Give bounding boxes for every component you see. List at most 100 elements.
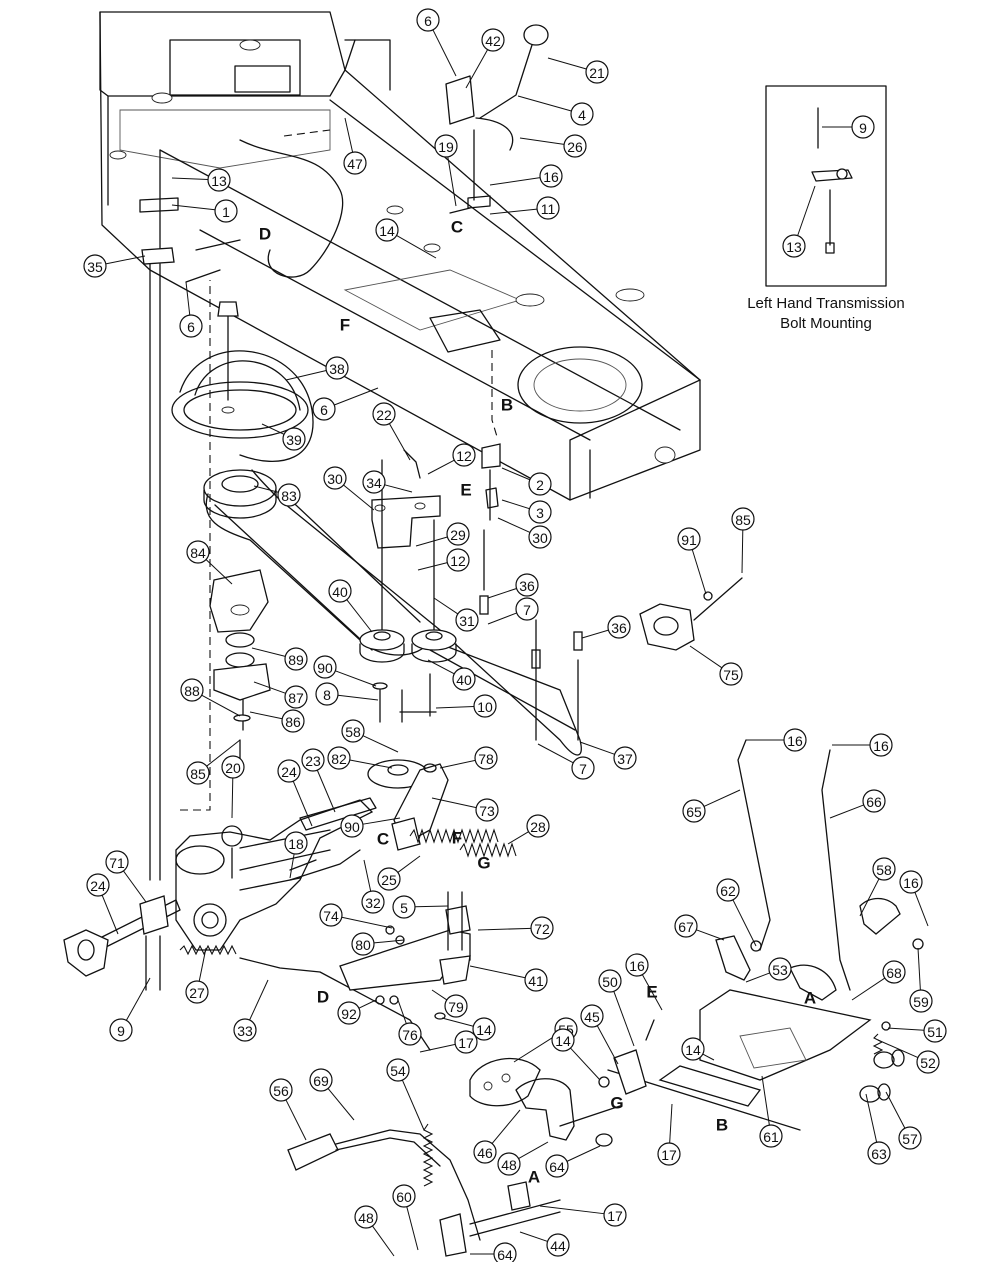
callout-23: 23 bbox=[301, 748, 336, 813]
callout-leader bbox=[432, 29, 457, 77]
callout-33: 33 bbox=[233, 979, 269, 1042]
callout-45: 45 bbox=[580, 1004, 619, 1065]
callout-number: 92 bbox=[341, 1006, 357, 1022]
callout-leader bbox=[251, 647, 286, 657]
callout-number: 16 bbox=[629, 958, 645, 974]
callout-leader bbox=[761, 1075, 770, 1126]
callout-number: 13 bbox=[211, 173, 227, 189]
callout-circle bbox=[375, 218, 399, 242]
callout-number: 50 bbox=[602, 974, 618, 990]
alignment-dash-2 bbox=[491, 350, 499, 441]
callout-number: 33 bbox=[237, 1023, 253, 1039]
callout-circle bbox=[882, 960, 906, 984]
callout-leader bbox=[877, 1039, 919, 1059]
callout-circle bbox=[392, 895, 416, 919]
hub-75 bbox=[639, 577, 743, 651]
callout-circle bbox=[474, 746, 498, 770]
callout-leader bbox=[797, 185, 816, 236]
callout-circle bbox=[475, 798, 499, 822]
callout-circle bbox=[909, 989, 933, 1013]
callout-circle bbox=[530, 916, 554, 940]
callout-16: 16 bbox=[899, 870, 929, 927]
callout-4: 4 bbox=[517, 95, 594, 126]
callout-leader bbox=[431, 989, 448, 1001]
callout-number: 6 bbox=[320, 402, 328, 418]
callout-leader bbox=[396, 235, 437, 259]
callout-12: 12 bbox=[427, 443, 476, 475]
callout-number: 3 bbox=[536, 505, 544, 521]
callout-number: 71 bbox=[109, 855, 125, 871]
callout-circle bbox=[343, 151, 367, 175]
callout-number: 32 bbox=[365, 895, 381, 911]
callout-circle bbox=[109, 1018, 133, 1042]
callout-leader bbox=[689, 645, 723, 669]
rod-66 bbox=[821, 749, 851, 991]
callout-leader bbox=[732, 899, 757, 947]
callout-circle bbox=[325, 356, 349, 380]
callout-number: 16 bbox=[873, 738, 889, 754]
callout-leader bbox=[518, 1141, 549, 1160]
callout-circle bbox=[328, 579, 352, 603]
callout-circle bbox=[570, 102, 594, 126]
callout-circle bbox=[354, 1205, 378, 1229]
reference-letter-A: A bbox=[528, 1168, 540, 1187]
callout-27: 27 bbox=[185, 947, 209, 1004]
callout-7: 7 bbox=[537, 743, 595, 780]
callout-32: 32 bbox=[361, 859, 385, 914]
callout-9: 9 bbox=[822, 115, 875, 139]
callout-leader bbox=[696, 929, 725, 941]
callout-30: 30 bbox=[497, 517, 552, 549]
callout-18: 18 bbox=[284, 831, 308, 879]
callout-number: 18 bbox=[288, 836, 304, 852]
callout-number: 41 bbox=[528, 973, 544, 989]
callout-89: 89 bbox=[251, 647, 308, 671]
callout-leader bbox=[537, 743, 574, 764]
callout-leader bbox=[384, 484, 413, 493]
callout-number: 14 bbox=[555, 1033, 571, 1049]
callout-number: 62 bbox=[720, 883, 736, 899]
callout-number: 34 bbox=[366, 475, 382, 491]
bracket-58 bbox=[859, 897, 924, 950]
shift-lever-assembly bbox=[445, 24, 549, 214]
callout-leader bbox=[487, 612, 517, 625]
nuts-57-63 bbox=[859, 1021, 905, 1103]
callout-number: 54 bbox=[390, 1063, 406, 1079]
callout-13: 13 bbox=[171, 168, 231, 192]
callout-14: 14 bbox=[681, 1037, 715, 1061]
callout-circle bbox=[524, 968, 548, 992]
callout-number: 6 bbox=[187, 319, 195, 335]
callout-circle bbox=[313, 655, 337, 679]
callout-3: 3 bbox=[501, 499, 552, 524]
reference-letter-D: D bbox=[259, 225, 271, 244]
callout-number: 45 bbox=[584, 1009, 600, 1025]
callout-number: 72 bbox=[534, 921, 550, 937]
callout-number: 4 bbox=[578, 107, 586, 123]
callout-circle bbox=[719, 662, 743, 686]
callout-6: 6 bbox=[179, 281, 203, 338]
callout-circle bbox=[682, 799, 706, 823]
callout-number: 58 bbox=[876, 862, 892, 878]
callout-number: 69 bbox=[313, 1073, 329, 1089]
callout-leader bbox=[417, 562, 448, 571]
callout-leader bbox=[285, 1099, 307, 1141]
callout-leader bbox=[596, 1025, 619, 1065]
callout-number: 44 bbox=[550, 1238, 566, 1254]
callout-number: 25 bbox=[381, 872, 397, 888]
callout-circle bbox=[473, 1140, 497, 1164]
callout-leader bbox=[171, 204, 216, 211]
callout-40: 40 bbox=[328, 579, 373, 633]
callout-leader bbox=[289, 853, 295, 879]
callout-leader bbox=[388, 423, 411, 461]
callout-number: 22 bbox=[376, 407, 392, 423]
callout-78: 78 bbox=[439, 746, 498, 770]
callout-leader bbox=[414, 905, 449, 908]
callout-number: 76 bbox=[402, 1027, 418, 1043]
callout-circle bbox=[716, 878, 740, 902]
callout-circle bbox=[315, 682, 339, 706]
callout-circle bbox=[105, 850, 129, 874]
callout-leader bbox=[431, 797, 477, 809]
callout-44: 44 bbox=[519, 1231, 570, 1257]
reference-letter-C: C bbox=[377, 830, 389, 849]
inset-caption-line1: Left Hand Transmission bbox=[747, 295, 905, 312]
